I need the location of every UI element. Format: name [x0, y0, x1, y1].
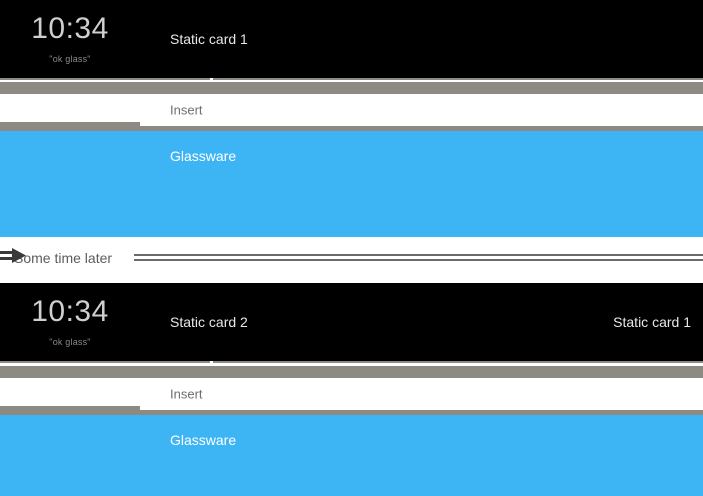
static-card-label[interactable]: Static card 1: [613, 314, 691, 330]
glassware-label: Glassware: [170, 432, 237, 448]
glassware-band-1[interactable]: Glassware: [0, 131, 703, 237]
clock-widget-1: 10:34 "ok glass": [0, 0, 140, 78]
insert-node-marker-2: [210, 361, 213, 365]
clock-widget-2: 10:34 "ok glass": [0, 283, 140, 361]
separator-rule-top-1: [0, 78, 703, 80]
divider-line-upper: [134, 254, 703, 256]
clock-time: 10:34: [31, 295, 109, 328]
insert-strip-2: Insert: [0, 378, 703, 410]
static-card-label[interactable]: Static card 2: [170, 314, 248, 330]
separator-gap-right-1: [213, 80, 703, 82]
arrow-right-icon: [0, 246, 28, 266]
glassware-band-2[interactable]: Glassware: [0, 415, 703, 496]
insert-node-marker-1: [210, 78, 213, 82]
insert-strip-1: Insert: [0, 94, 703, 126]
insert-label[interactable]: Insert: [170, 102, 203, 118]
insert-underline-full-2: [0, 410, 703, 415]
insert-underline-left-2: [0, 406, 140, 412]
static-card-label[interactable]: Static card 1: [170, 31, 248, 47]
insert-underline-left-1: [0, 122, 140, 128]
timeline-card-row-1[interactable]: 10:34 "ok glass" Static card 1: [0, 0, 703, 78]
insert-label[interactable]: Insert: [170, 386, 203, 402]
separator-gap-right-2: [213, 363, 703, 365]
glassware-label: Glassware: [170, 148, 237, 164]
separator-band-1: [0, 82, 703, 94]
some-time-later-label: Some time later: [14, 250, 113, 266]
separator-gap-left-2: [0, 363, 211, 365]
clock-voice-hint: "ok glass": [49, 337, 91, 347]
timeline-card-row-2[interactable]: 10:34 "ok glass" Static card 2 Static ca…: [0, 283, 703, 361]
separator-rule-top-2: [0, 361, 703, 363]
separator-band-2: [0, 366, 703, 378]
separator-gap-left-1: [0, 80, 211, 82]
divider-line-lower: [134, 259, 703, 261]
clock-voice-hint: "ok glass": [49, 54, 91, 64]
clock-time: 10:34: [31, 12, 109, 45]
some-time-later-divider: Some time later: [0, 237, 703, 279]
insert-underline-full-1: [0, 126, 703, 131]
